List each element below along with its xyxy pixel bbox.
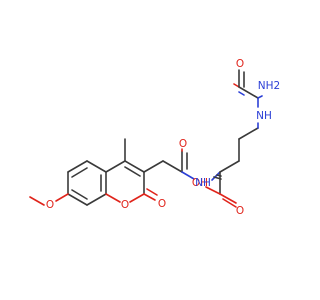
atom-label-amide-o: O: [179, 138, 187, 150]
bond: [213, 176, 222, 180]
atom-label-amide-nh: NH: [195, 177, 211, 189]
bond: [86, 160, 107, 173]
bond: [86, 193, 107, 206]
atom-label-carbamoyl-o: O: [236, 58, 244, 70]
bond: [257, 95, 263, 99]
atom-labels: NH2 O NH OH O NH O O O O: [46, 58, 280, 217]
bond: [238, 86, 259, 99]
bond: [238, 91, 245, 96]
bond: [219, 160, 240, 173]
bond: [205, 186, 221, 195]
bond: [129, 193, 145, 203]
bond: [55, 193, 69, 202]
bond: [124, 166, 141, 177]
bond: [67, 193, 88, 206]
bond: [216, 174, 222, 177]
atom-label-ring-o: O: [121, 199, 129, 211]
atom-label-urea-nh: NH: [256, 110, 272, 122]
bond: [67, 160, 88, 173]
stereo-hash-bond: [213, 174, 222, 180]
bond: [29, 196, 45, 206]
bond: [71, 167, 88, 178]
bond-lines: [29, 69, 263, 208]
atom-label-acid-o: O: [236, 205, 244, 217]
bond: [146, 188, 158, 196]
bond: [219, 193, 237, 204]
bond: [162, 160, 183, 173]
bond: [71, 189, 88, 200]
bond: [105, 193, 121, 203]
atom-label-methoxy-o: O: [46, 199, 54, 211]
bond: [124, 160, 145, 173]
bond: [143, 193, 156, 201]
bond: [181, 171, 195, 180]
bond: [143, 160, 164, 173]
bond: [105, 160, 126, 173]
bond: [222, 198, 237, 208]
atom-label-lactone-o: O: [158, 198, 166, 210]
bond: [211, 171, 221, 181]
atom-label-carbamoyl-n: NH2: [258, 80, 280, 92]
bond: [233, 83, 240, 88]
atom-label-acid-oh: OH: [192, 177, 208, 189]
molecule-structure-diagram: NH2 O NH OH O NH O O O O: [29, 58, 280, 217]
bond: [238, 127, 259, 140]
